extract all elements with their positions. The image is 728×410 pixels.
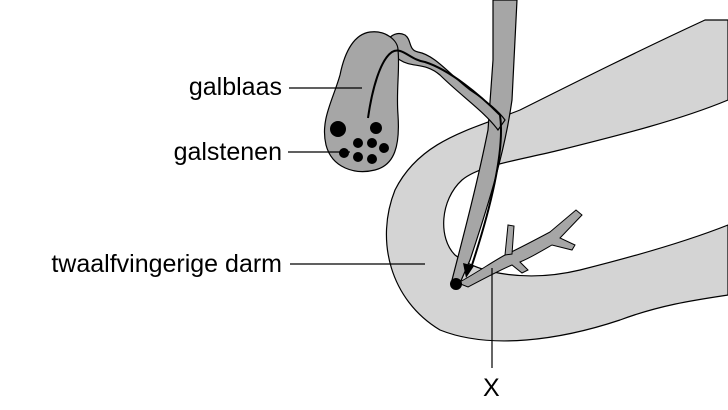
ampulla-dot [450, 278, 462, 290]
label-gallstones: galstenen [174, 140, 282, 165]
label-gallbladder: galblaas [189, 75, 282, 100]
gallstone [353, 152, 363, 162]
cystic-duct [380, 34, 505, 130]
gallstone [330, 121, 346, 137]
gallstone [339, 148, 349, 158]
gallstone [353, 138, 363, 148]
gallstone [367, 138, 377, 148]
label-x-marker: X [483, 376, 500, 401]
gallstone [379, 143, 389, 153]
pancreatic-duct-branch [505, 225, 514, 255]
label-duodenum: twaalfvingerige darm [51, 252, 282, 277]
gallstone [370, 122, 382, 134]
gallstone [367, 154, 377, 164]
